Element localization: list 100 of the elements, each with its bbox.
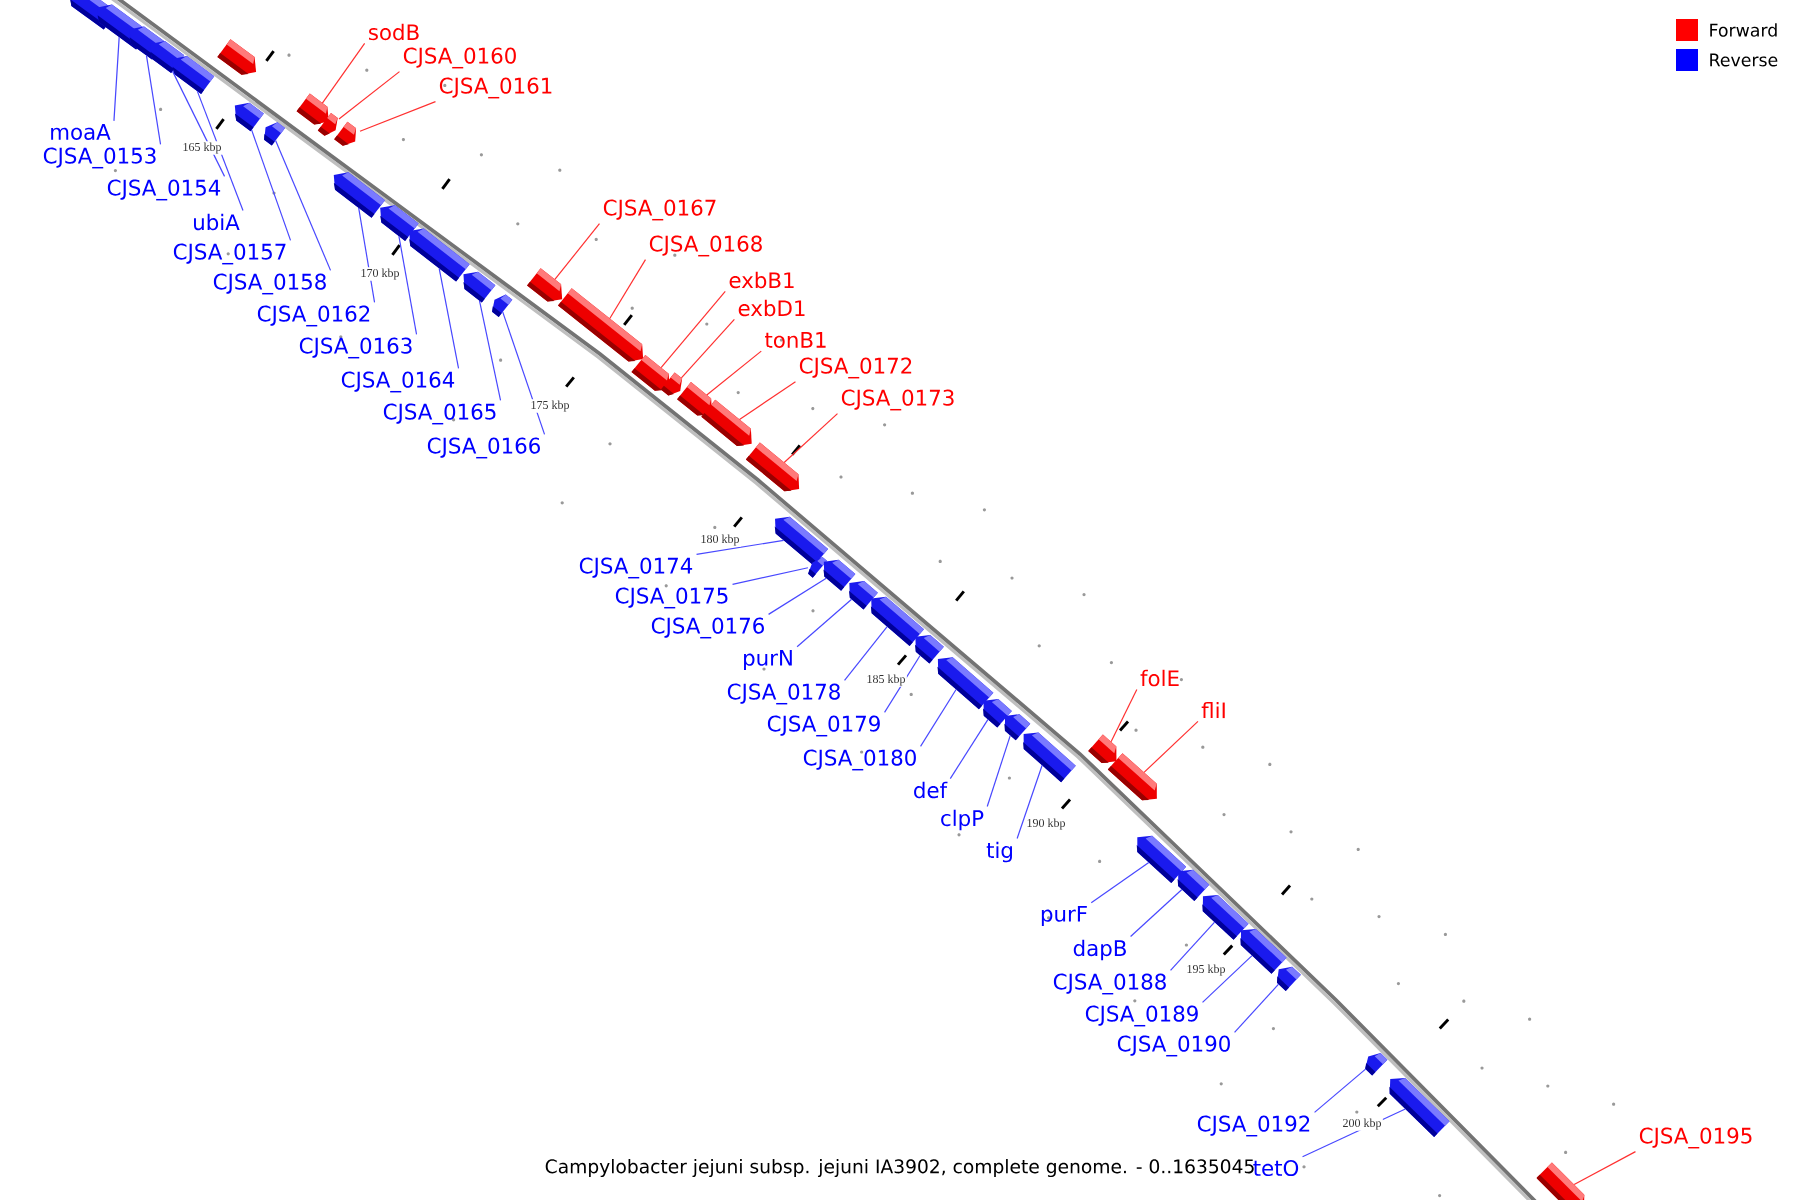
- leader-line: [321, 42, 366, 104]
- gene-block: [1107, 753, 1157, 801]
- gene-block: [317, 113, 338, 136]
- gene-block: [296, 93, 329, 125]
- leader-line: [358, 207, 376, 303]
- leader-line: [275, 139, 332, 271]
- gene-block: [1023, 732, 1076, 783]
- leader-line: [783, 413, 839, 464]
- gene-label: dapB: [1073, 939, 1126, 961]
- leader-line: [706, 350, 762, 396]
- gene-label: purF: [1041, 906, 1087, 926]
- legend-label: Reverse: [1710, 53, 1778, 67]
- gene-block: [409, 228, 470, 282]
- leader-line: [1130, 888, 1183, 938]
- gene-block: [492, 294, 513, 317]
- legend-label: Forward: [1710, 23, 1777, 37]
- gene-label: ubiA: [194, 213, 240, 231]
- gene-label: tetO: [1253, 1159, 1299, 1177]
- gene-label: CJSA_0167: [603, 199, 716, 221]
- gene-label: CJSA_0158: [213, 273, 326, 295]
- gene-label: fliI: [1201, 701, 1225, 719]
- leader-line: [1090, 861, 1150, 904]
- gene-block: [1088, 734, 1117, 763]
- leader-line: [554, 223, 601, 281]
- gene-block: [1240, 929, 1287, 974]
- gene-label: CJSA_0189: [1085, 1005, 1198, 1027]
- gene-label: CJSA_0168: [649, 235, 762, 257]
- gene-label: CJSA_0163: [299, 337, 412, 359]
- gene-label: CJSA_0160: [403, 47, 516, 69]
- gene-block: [774, 516, 829, 566]
- gene-block: [1004, 714, 1031, 741]
- leader-line: [660, 290, 726, 369]
- gene-block: [217, 39, 257, 75]
- gene-label: CJSA_0164: [341, 371, 455, 393]
- leader-line: [738, 381, 797, 421]
- gene-block: [677, 382, 712, 416]
- gene-label: CJSA_0157: [173, 243, 286, 265]
- leader-line: [438, 267, 460, 369]
- leader-line: [398, 235, 418, 335]
- leader-line: [502, 311, 546, 435]
- gene-label: def: [914, 781, 948, 799]
- leader-line: [1110, 688, 1138, 743]
- gene-block: [937, 657, 994, 710]
- leader-line: [609, 259, 647, 320]
- gene-label: purN: [744, 650, 792, 670]
- gene-label: CJSA_0153: [43, 147, 156, 169]
- leader-line: [113, 36, 120, 122]
- gene-label: tonB1: [765, 332, 826, 348]
- gene-block: [234, 102, 264, 132]
- gene-block: [1177, 869, 1210, 901]
- leader-line: [986, 734, 1011, 808]
- gene-label: CJSA_0161: [439, 77, 552, 99]
- gene-label: CJSA_0172: [799, 357, 912, 379]
- gene-label: tig: [986, 841, 1012, 863]
- gene-label: CJSA_0190: [1117, 1035, 1230, 1057]
- leader-line: [1201, 955, 1253, 1003]
- gene-label: CJSA_0192: [1197, 1115, 1310, 1137]
- gene-block: [915, 635, 944, 664]
- gene-block: [172, 56, 215, 94]
- leader-line: [731, 567, 809, 585]
- gene-block: [527, 268, 563, 302]
- gene-label: CJSA_0175: [615, 587, 728, 609]
- leader-line: [1301, 1108, 1406, 1158]
- gene-label: clpP: [941, 809, 984, 831]
- gene-label: CJSA_0162: [257, 305, 370, 327]
- gene-block: [701, 399, 752, 446]
- leader-line: [1143, 720, 1199, 774]
- caption: Campylobacter jejuni subsp. jejuni IA3902, complete genome. - 0..1635045: [545, 1159, 1254, 1178]
- leader-line: [196, 90, 244, 212]
- gene-label: CJSA_0179: [767, 715, 880, 737]
- gene-block: [1136, 835, 1187, 883]
- gene-label: sodB: [369, 23, 419, 41]
- gene-block: [558, 288, 644, 362]
- gene-block: [380, 205, 419, 241]
- gene-label: folE: [1140, 669, 1179, 687]
- leader-line: [949, 718, 989, 780]
- gene-block: [1202, 895, 1249, 940]
- leader-line: [359, 101, 437, 132]
- leader-line: [695, 539, 785, 555]
- leader-line: [171, 70, 226, 177]
- gene-label: CJSA_0173: [841, 389, 954, 411]
- leader-line: [338, 71, 401, 120]
- leader-line: [251, 129, 292, 241]
- gene-label: CJSA_0195: [1639, 1127, 1752, 1149]
- gene-block: [333, 172, 385, 218]
- gene-block: [463, 271, 496, 303]
- gene-block: [1277, 966, 1301, 991]
- gene-label: CJSA_0174: [579, 557, 693, 579]
- gene-label: CJSA_0178: [727, 683, 840, 705]
- leader-line: [1313, 1068, 1367, 1113]
- gene-label: exbD1: [738, 299, 805, 317]
- gene-label: CJSA_0176: [651, 617, 764, 639]
- leader-line: [843, 626, 888, 681]
- leader-line: [919, 688, 957, 747]
- gene-label: CJSA_0166: [427, 437, 540, 459]
- gene-block: [1536, 1162, 1585, 1200]
- leader-line: [883, 654, 921, 713]
- leader-line: [1169, 921, 1216, 971]
- gene-label: moaA: [51, 124, 111, 140]
- leader-line: [1573, 1151, 1637, 1186]
